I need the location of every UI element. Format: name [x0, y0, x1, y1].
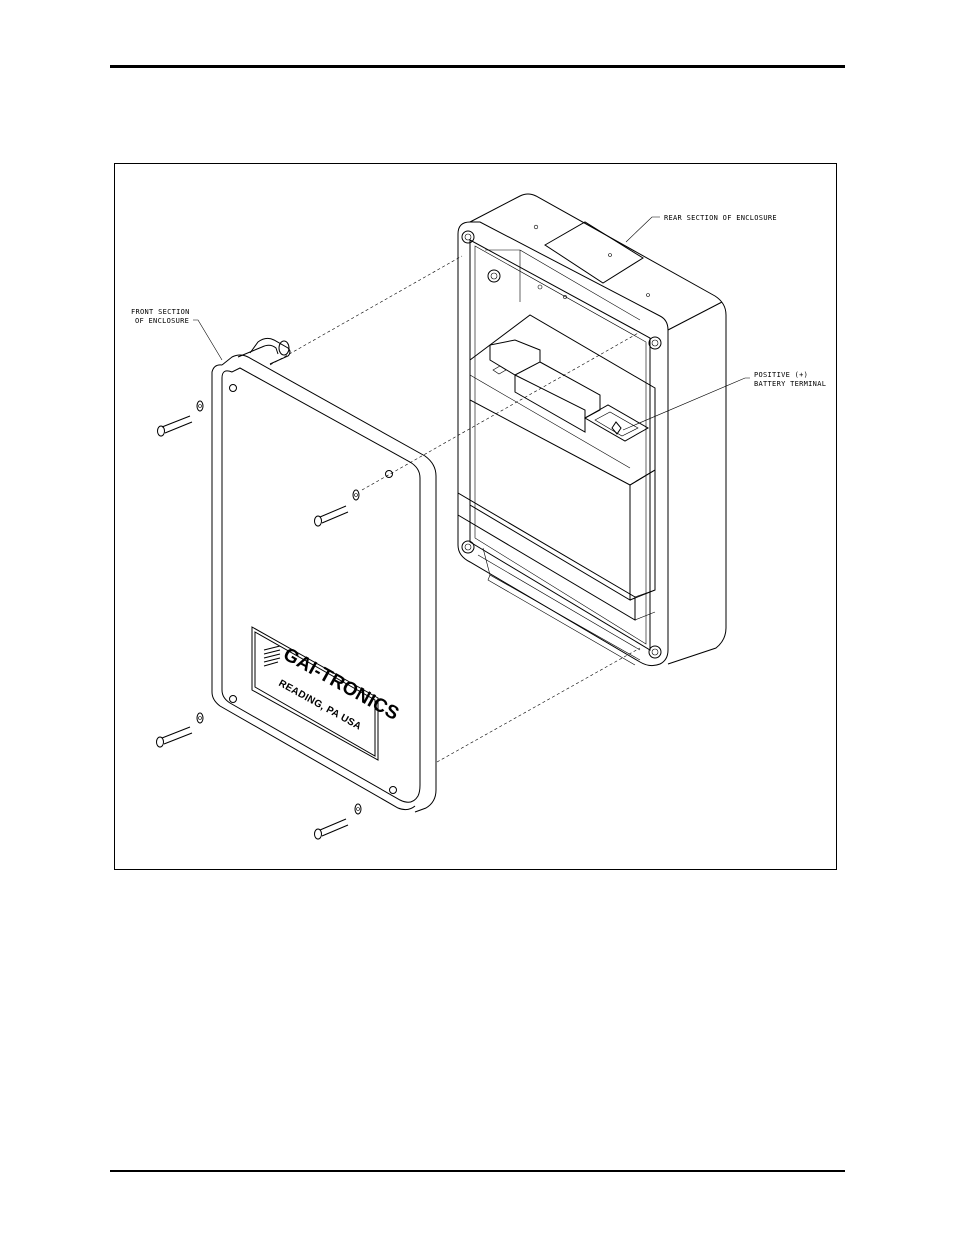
svg-text:FRONT SECTION: FRONT SECTION	[131, 308, 190, 316]
callout-positive-terminal: POSITIVE (+) BATTERY TERMINAL	[622, 371, 826, 431]
svg-text:REAR SECTION OF ENCLOSURE: REAR SECTION OF ENCLOSURE	[664, 214, 777, 222]
screw-top-left	[157, 400, 204, 437]
screw-mid-right	[314, 489, 360, 527]
figure-frame	[114, 163, 837, 870]
svg-text:BATTERY TERMINAL: BATTERY TERMINAL	[754, 380, 826, 388]
front-enclosure-lid: GAI-TRONICS READING, PA USA	[211, 337, 437, 813]
nameplate: GAI-TRONICS READING, PA USA	[251, 626, 403, 761]
svg-text:OF ENCLOSURE: OF ENCLOSURE	[135, 317, 189, 325]
footer-rule	[110, 1170, 845, 1172]
alignment-lines	[269, 255, 641, 763]
screw-bottom-right	[314, 803, 362, 840]
callout-rear-section: REAR SECTION OF ENCLOSURE	[625, 214, 777, 243]
rear-enclosure	[457, 193, 727, 667]
gai-tronics-logo-mark	[263, 645, 281, 667]
screw-bottom-left	[156, 712, 204, 748]
header-rule	[110, 65, 845, 68]
svg-text:POSITIVE (+): POSITIVE (+)	[754, 371, 808, 379]
callout-front-section: FRONT SECTION OF ENCLOSURE	[131, 308, 223, 361]
